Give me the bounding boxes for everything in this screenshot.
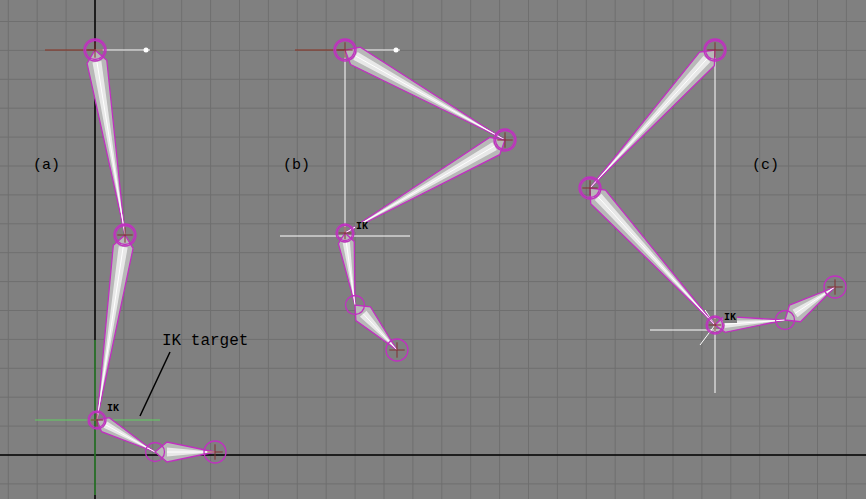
bones — [84, 39, 846, 463]
figure-label: (a) — [33, 158, 60, 173]
guide-lines — [35, 50, 730, 495]
axis — [0, 454, 866, 456]
ik-tag: IK — [355, 222, 369, 232]
ik-tag: IK — [106, 404, 120, 414]
leader-line — [140, 352, 170, 416]
figure-label: (b) — [283, 158, 310, 173]
ik-tag: IK — [723, 313, 737, 323]
callout-label: IK target — [162, 333, 248, 349]
figure-label: (c) — [752, 158, 779, 173]
